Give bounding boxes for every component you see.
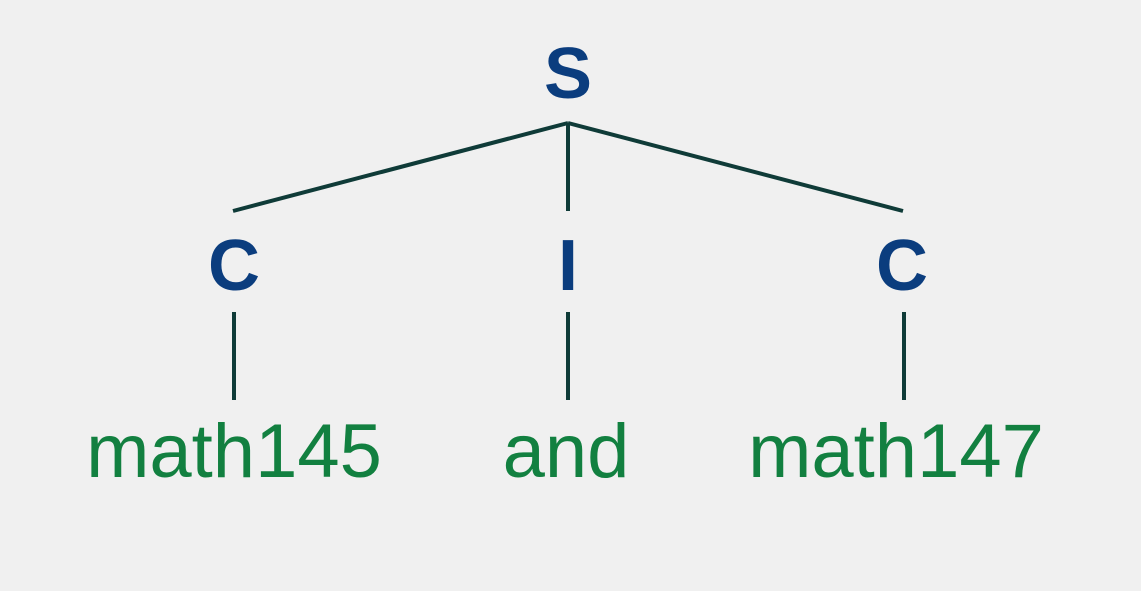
leaf-word-right: math147 <box>748 409 1044 494</box>
leaf-word-middle: and <box>503 409 630 494</box>
edge-s-to-c-left <box>232 121 569 213</box>
node-category-c-right: C <box>876 226 928 306</box>
leaf-word-left: math145 <box>86 409 382 494</box>
edge-s-to-c-right <box>567 121 904 213</box>
node-root-s: S <box>544 34 592 114</box>
node-category-c-left: C <box>208 226 260 306</box>
node-category-i: I <box>558 226 578 306</box>
